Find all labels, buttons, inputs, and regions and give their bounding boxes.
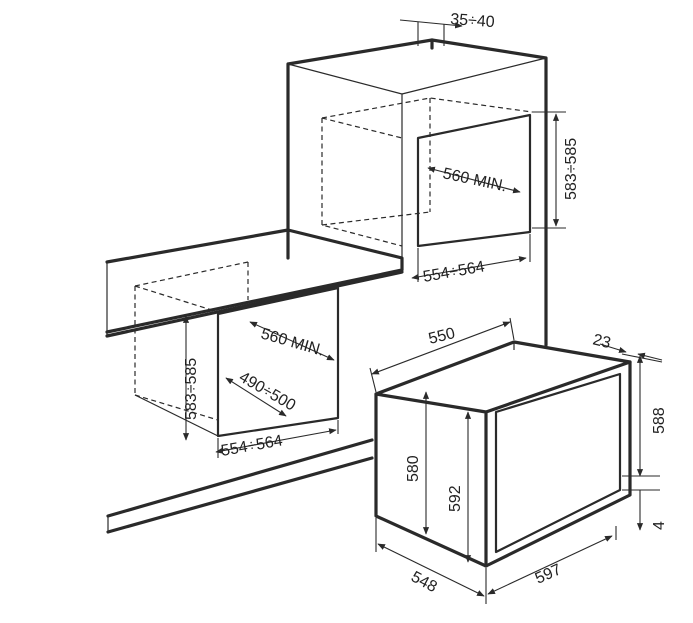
upper-cabinet xyxy=(286,38,548,347)
upper-niche xyxy=(321,97,533,248)
oven xyxy=(374,340,632,568)
label-upper-niche-width: 554÷564 xyxy=(422,258,486,286)
label-lower-niche-width: 554÷564 xyxy=(220,432,284,460)
label-oven-bottom-offset: 4 xyxy=(651,521,668,530)
label-oven-front-height: 588 xyxy=(651,407,668,434)
label-oven-width: 597 xyxy=(533,561,564,587)
label-upper-niche-depth: 560 MIN. xyxy=(441,165,508,195)
dimension-lines xyxy=(182,19,663,604)
label-lower-niche-inner: 490÷500 xyxy=(236,369,298,415)
label-oven-depth: 548 xyxy=(408,569,440,597)
lower-niche xyxy=(134,261,340,438)
label-lower-niche-depth: 560 MIN. xyxy=(259,326,326,360)
label-oven-top-depth: 550 xyxy=(427,325,457,348)
label-recess-depth: 35÷40 xyxy=(450,11,496,31)
countertop xyxy=(105,228,404,338)
label-lower-niche-height: 583÷585 xyxy=(183,358,200,420)
label-oven-inner-height: 592 xyxy=(447,485,464,512)
label-upper-niche-height: 583÷585 xyxy=(563,138,580,200)
label-oven-body-height: 580 xyxy=(405,455,422,482)
label-oven-front-offset: 23 xyxy=(591,331,612,352)
